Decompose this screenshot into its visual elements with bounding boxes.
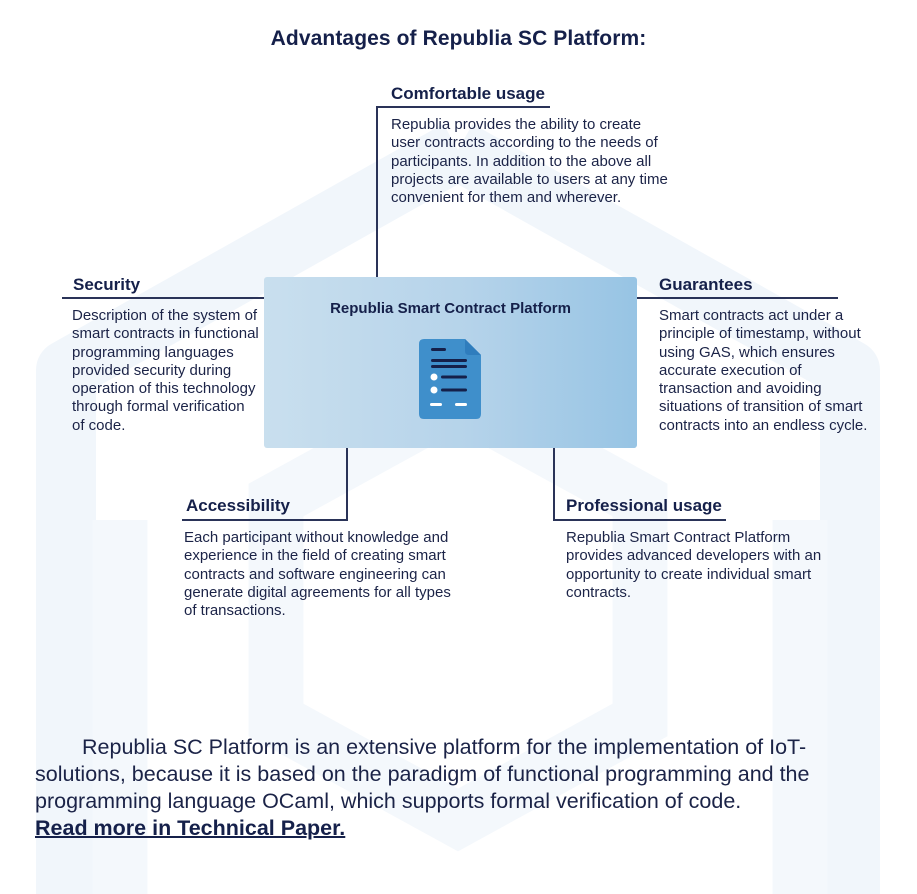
comfortable-usage-heading: Comfortable usage	[391, 84, 545, 103]
center-platform-title: Republia Smart Contract Platform	[330, 300, 571, 317]
guarantees-text: Smart contracts act under a principle of…	[659, 307, 868, 434]
accessibility-underline	[182, 519, 348, 521]
page-title: Advantages of Republia SC Platform:	[270, 27, 647, 50]
footer-text: Republia SC Platform is an extensive pla…	[35, 735, 810, 813]
professional-usage-heading: Professional usage	[566, 496, 722, 515]
document-list-icon	[419, 339, 481, 419]
comfortable-usage-connector	[376, 106, 378, 277]
guarantees-heading: Guarantees	[659, 275, 753, 294]
accessibility-heading: Accessibility	[186, 496, 290, 515]
professional-usage-text: Republia Smart Contract Platform provide…	[566, 529, 822, 601]
accessibility-text: Each participant without knowledge and e…	[184, 529, 451, 620]
center-platform-box: Republia Smart Contract Platform	[264, 277, 637, 448]
comfortable-usage-underline	[377, 106, 550, 108]
accessibility-connector	[346, 448, 348, 521]
technical-paper-link[interactable]: Read more in Technical Paper.	[35, 816, 346, 840]
comfortable-usage-text: Republia provides the ability to create …	[391, 116, 668, 207]
security-heading: Security	[73, 275, 141, 294]
professional-usage-underline	[553, 519, 726, 521]
footer-paragraph: Republia SC Platform is an extensive pla…	[35, 734, 885, 842]
professional-usage-connector	[553, 448, 555, 521]
security-connector	[62, 297, 265, 299]
guarantees-connector	[637, 297, 838, 299]
security-text: Description of the system of smart contr…	[72, 307, 259, 434]
